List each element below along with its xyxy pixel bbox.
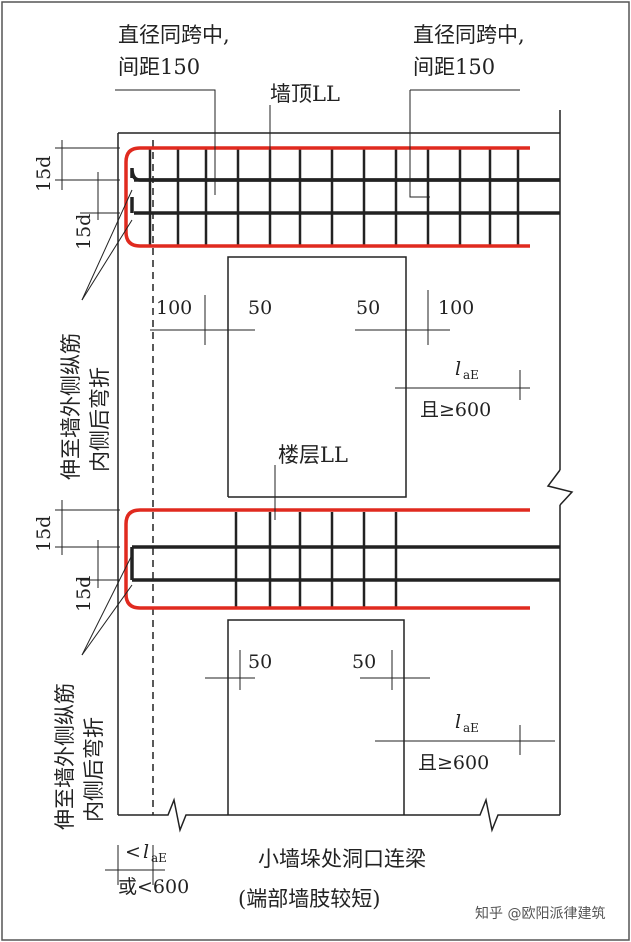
top-left-note-line2: 间距150	[118, 55, 200, 79]
dim-15d-top-1: 15d	[33, 156, 55, 192]
leader-lines	[81, 89, 520, 656]
dim-15d-floor-1: 15d	[33, 516, 55, 552]
top-right-note-line2: 间距150	[413, 55, 495, 79]
beam-floor-label: 楼层LL	[278, 443, 348, 467]
svg-text:l: l	[143, 841, 149, 863]
dim-50-left-top: 50	[248, 297, 272, 319]
side-note-upper-line1: 伸至墙外侧纵筋	[59, 333, 83, 480]
watermark: 知乎 @欧阳派律建筑	[475, 905, 605, 922]
lae-min-floor: 且≥600	[418, 752, 489, 774]
floor-beam-main-bars	[124, 508, 530, 610]
dim-100-right: 100	[438, 297, 474, 319]
side-note-lower-line2: 内侧后弯折	[82, 717, 106, 822]
top-beam-stirrups	[148, 149, 520, 247]
side-note-upper-line2: 内侧后弯折	[88, 367, 112, 472]
caption-line1: 小墙垛处洞口连梁	[258, 847, 426, 871]
bottom-dim-line2: 或<600	[118, 876, 189, 898]
svg-text:<: <	[125, 841, 141, 863]
top-left-note-line1: 直径同跨中,	[118, 23, 230, 47]
dim-100-left: 100	[156, 297, 192, 319]
lae-label-top: l aE	[455, 358, 479, 382]
top-right-note-line1: 直径同跨中,	[413, 23, 525, 47]
dim-15d-top-2: 15d	[73, 214, 95, 250]
floor-beam-stirrups	[234, 512, 398, 607]
dim-15d-floor-2: 15d	[73, 576, 95, 612]
beam-top-label: 墙顶LL	[270, 82, 340, 106]
svg-text:aE: aE	[151, 851, 167, 865]
lae-min-top: 且≥600	[420, 399, 491, 421]
bottom-dim-line1: < l aE	[125, 841, 167, 865]
top-beam-side-bars	[130, 167, 560, 215]
svg-text:aE: aE	[463, 721, 479, 735]
svg-text:l: l	[455, 711, 461, 733]
svg-text:aE: aE	[463, 368, 479, 382]
svg-text:l: l	[455, 358, 461, 380]
dim-50-left-floor: 50	[248, 651, 272, 673]
wall-outline	[117, 110, 574, 833]
dimension-lines	[55, 140, 555, 885]
side-note-lower-line1: 伸至墙外侧纵筋	[53, 683, 77, 830]
caption-line2: (端部墙肢较短)	[238, 887, 380, 911]
dim-50-right-top: 50	[356, 297, 380, 319]
top-beam-main-bars	[124, 146, 530, 248]
dim-50-right-floor: 50	[352, 651, 376, 673]
lae-label-floor: l aE	[455, 711, 479, 735]
floor-beam-side-bars	[130, 545, 560, 582]
